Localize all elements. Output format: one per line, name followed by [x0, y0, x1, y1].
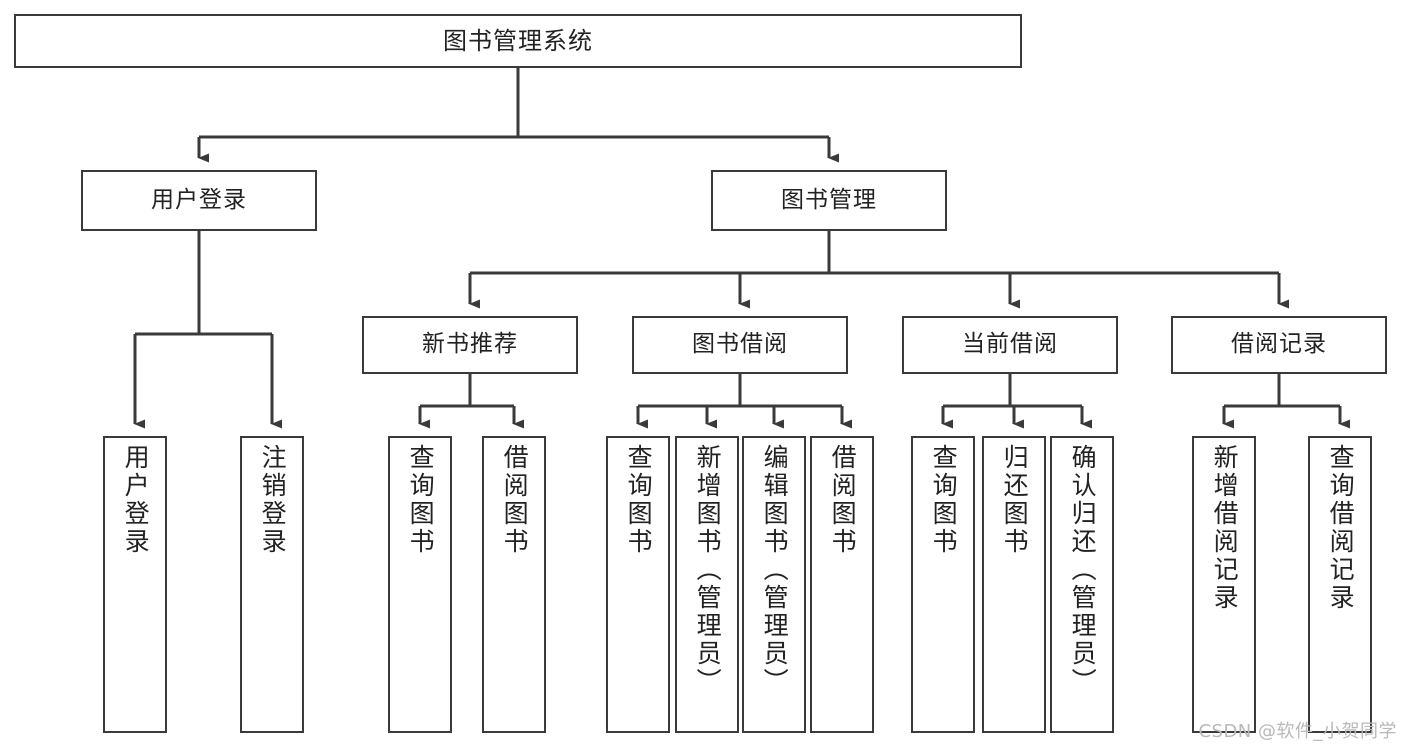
- node-label: 注销登录: [258, 444, 288, 556]
- node-current-borrow: 当前借阅: [902, 316, 1118, 374]
- node-user-login: 用户登录: [81, 170, 317, 231]
- node-book-borrow: 图书借阅: [632, 316, 848, 374]
- node-label: 新增图书（管理员）: [693, 444, 723, 696]
- node-leaf-confirm-return: 确认归还（管理员）: [1050, 436, 1114, 733]
- node-label: 查询借阅记录: [1326, 444, 1356, 612]
- node-label: 图书借阅: [692, 331, 788, 358]
- node-label: 当前借阅: [962, 331, 1058, 358]
- node-leaf-add-book: 新增图书（管理员）: [675, 436, 739, 733]
- node-label: 查询图书: [624, 444, 654, 556]
- node-label: 图书管理系统: [443, 26, 593, 55]
- node-leaf-user-login: 用户登录: [103, 436, 167, 733]
- watermark-text: CSDN @软件_小贺同学: [1198, 721, 1397, 742]
- node-label: 确认归还（管理员）: [1068, 444, 1098, 696]
- node-label: 借阅图书: [828, 444, 858, 556]
- node-leaf-query-book-rec: 查询图书: [388, 436, 452, 733]
- node-label: 用户登录: [151, 186, 247, 213]
- node-label: 借阅记录: [1231, 331, 1327, 358]
- node-new-book-recommend: 新书推荐: [362, 316, 578, 374]
- node-book-manage: 图书管理: [711, 170, 947, 231]
- node-leaf-query-book: 查询图书: [606, 436, 670, 733]
- node-label: 编辑图书（管理员）: [760, 444, 790, 696]
- node-leaf-add-record: 新增借阅记录: [1192, 436, 1256, 733]
- node-leaf-query-book-cur: 查询图书: [911, 436, 975, 733]
- node-label: 新书推荐: [422, 331, 518, 358]
- node-label: 归还图书: [1000, 444, 1030, 556]
- node-label: 图书管理: [781, 186, 877, 213]
- node-label: 用户登录: [121, 444, 151, 556]
- node-leaf-user-logout: 注销登录: [240, 436, 304, 733]
- node-root: 图书管理系统: [14, 14, 1022, 68]
- node-leaf-borrow-book: 借阅图书: [810, 436, 874, 733]
- node-leaf-return-book: 归还图书: [982, 436, 1046, 733]
- node-label: 借阅图书: [500, 444, 530, 556]
- node-label: 查询图书: [406, 444, 436, 556]
- node-leaf-edit-book: 编辑图书（管理员）: [742, 436, 806, 733]
- node-borrow-record: 借阅记录: [1171, 316, 1387, 374]
- node-leaf-query-record: 查询借阅记录: [1308, 436, 1372, 733]
- node-label: 新增借阅记录: [1210, 444, 1240, 612]
- node-label: 查询图书: [929, 444, 959, 556]
- node-leaf-borrow-book-rec: 借阅图书: [482, 436, 546, 733]
